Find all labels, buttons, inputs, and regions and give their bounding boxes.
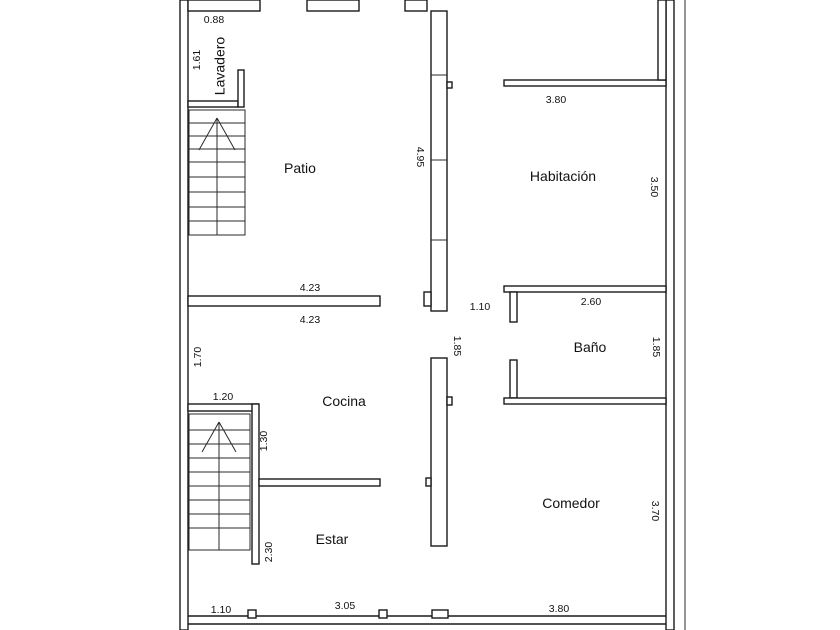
patio-cocina-wall bbox=[187, 295, 381, 307]
dim-lavadero-width: 0.88 bbox=[204, 14, 225, 26]
dim-corridor-height: 1.85 bbox=[451, 336, 463, 357]
top-wall-fragments bbox=[187, 0, 428, 12]
room-label-comedor: Comedor bbox=[542, 495, 600, 511]
room-label-cocina: Cocina bbox=[322, 393, 366, 409]
dim-cocina-height: 1.70 bbox=[192, 347, 204, 368]
habitacion-walls bbox=[503, 0, 667, 293]
dim-stair-upper: 1.30 bbox=[258, 431, 270, 452]
dim-stair-lower: 2.30 bbox=[263, 542, 275, 563]
outer-walls bbox=[179, 0, 686, 630]
upper-stair bbox=[188, 109, 246, 236]
room-label-estar: Estar bbox=[316, 531, 349, 547]
dimension-labels: 0.88 1.61 4.95 4.23 4.23 1.70 1.20 1.30 … bbox=[191, 14, 662, 616]
room-labels: Lavadero Patio Habitación Baño Cocina Co… bbox=[212, 37, 607, 547]
lower-stair bbox=[188, 413, 251, 551]
room-label-lavadero: Lavadero bbox=[212, 37, 228, 96]
dim-stair-width: 1.20 bbox=[213, 391, 234, 403]
dim-corridor-width: 1.10 bbox=[470, 301, 491, 313]
dim-patio-height: 4.95 bbox=[414, 147, 426, 168]
central-wall-lower bbox=[425, 357, 453, 547]
dim-cocina-width: 4.23 bbox=[300, 314, 321, 326]
dim-lavadero-height: 1.61 bbox=[191, 50, 203, 71]
central-wall-upper bbox=[423, 10, 453, 312]
dim-bottom-right: 3.80 bbox=[549, 603, 570, 615]
dim-bano-height: 1.85 bbox=[650, 337, 662, 358]
room-label-habitacion: Habitación bbox=[530, 168, 596, 184]
dim-bano-width: 2.60 bbox=[581, 296, 602, 308]
dim-patio-width: 4.23 bbox=[300, 282, 321, 294]
dim-bottom-mid: 3.05 bbox=[335, 600, 356, 612]
room-label-patio: Patio bbox=[284, 160, 316, 176]
room-label-bano: Baño bbox=[574, 339, 607, 355]
dim-habitacion-height: 3.50 bbox=[648, 177, 660, 198]
lower-stair-walls bbox=[187, 403, 381, 565]
dim-bottom-left: 1.10 bbox=[211, 604, 232, 616]
bottom-wall-details bbox=[247, 609, 449, 619]
lavadero-walls bbox=[187, 69, 245, 108]
dim-habitacion-width: 3.80 bbox=[546, 94, 567, 106]
bano-walls bbox=[503, 291, 667, 405]
dim-comedor-height: 3.70 bbox=[649, 501, 661, 522]
